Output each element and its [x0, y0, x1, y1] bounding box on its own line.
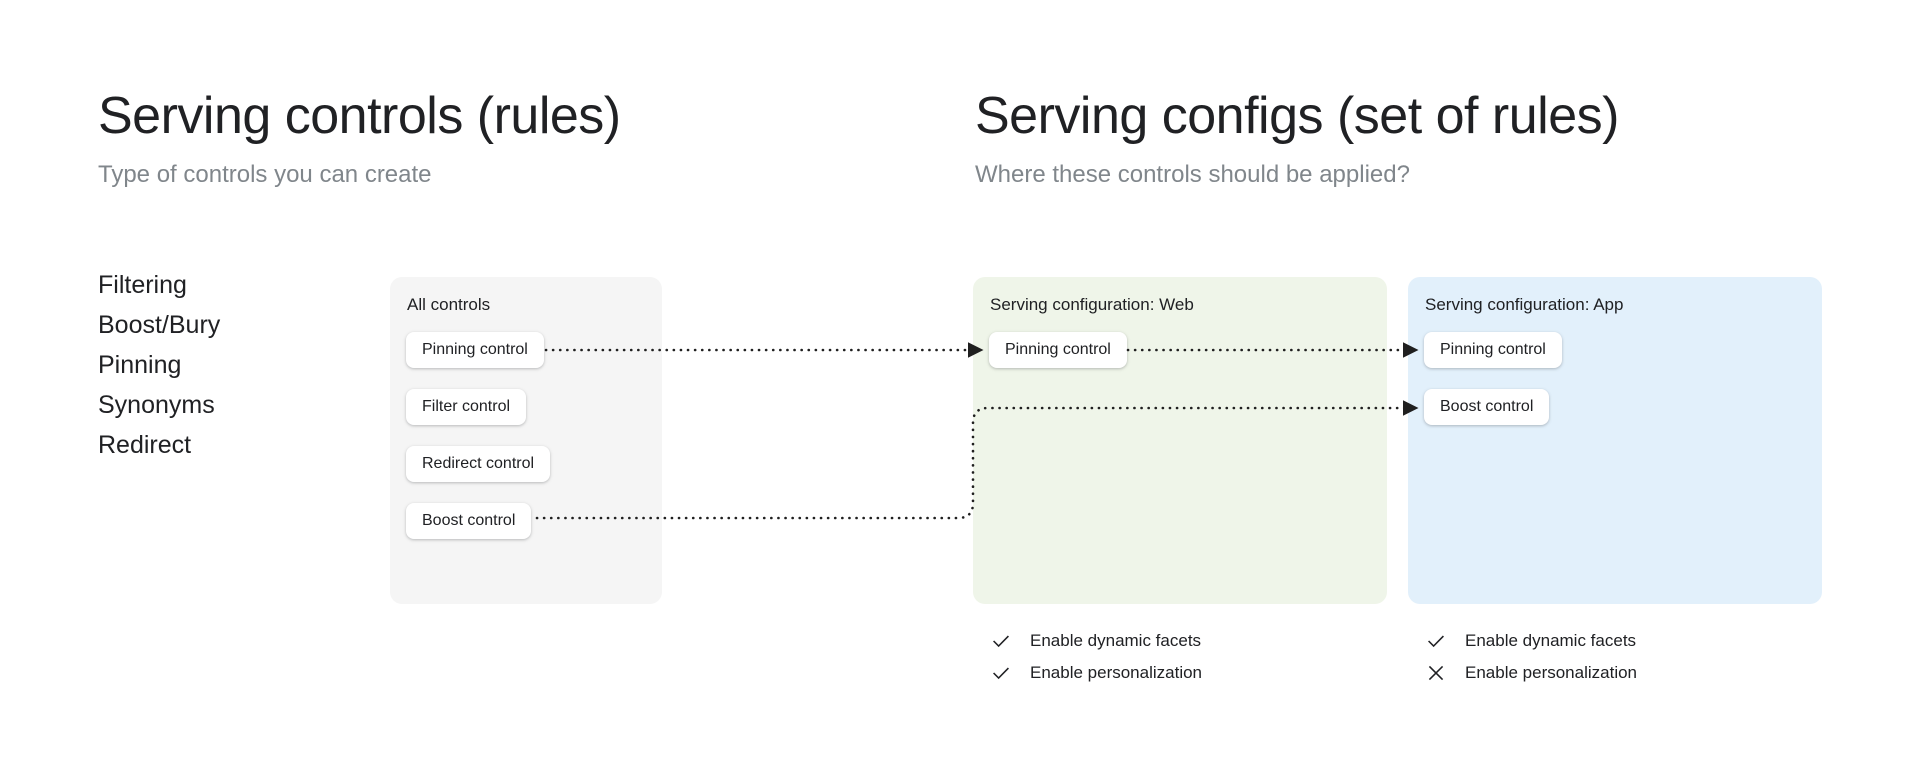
control-type-list: Filtering Boost/Bury Pinning Synonyms Re… [98, 265, 220, 465]
serving-config-web-options: Enable dynamic facets Enable personaliza… [990, 625, 1410, 689]
control-type-pinning: Pinning [98, 351, 182, 379]
pill-all-controls-filter-control[interactable]: Filter control [406, 389, 527, 425]
option-row-app-dynamic-facets: Enable dynamic facets [1425, 625, 1845, 657]
check-icon [993, 667, 1009, 680]
cross-icon [1428, 665, 1444, 681]
serving-config-web-card: Serving configuration: Web Pinning contr… [973, 277, 1387, 604]
check-icon [993, 635, 1009, 648]
pill-web-pinning-control[interactable]: Pinning control [989, 332, 1127, 368]
serving-config-app-options: Enable dynamic facets Enable personaliza… [1425, 625, 1845, 689]
option-row-app-personalization: Enable personalization [1425, 657, 1845, 689]
all-controls-card-title: All controls [407, 295, 491, 314]
control-type-synonyms: Synonyms [98, 391, 215, 419]
option-label-web-personalization: Enable personalization [1030, 663, 1203, 682]
right-column-title: Serving configs (set of rules) [975, 87, 1619, 145]
pill-app-pinning-control[interactable]: Pinning control [1424, 332, 1562, 368]
right-column-header: Serving configs (set of rules) Where the… [975, 87, 1619, 190]
right-column-subtitle: Where these controls should be applied? [975, 161, 1410, 189]
check-icon [1428, 635, 1444, 648]
pill-all-controls-redirect-control[interactable]: Redirect control [406, 446, 551, 482]
option-label-app-personalization: Enable personalization [1465, 663, 1638, 682]
left-column-header: Serving controls (rules) Type of control… [98, 87, 621, 190]
left-column-title: Serving controls (rules) [98, 87, 621, 145]
control-type-filtering: Filtering [98, 271, 187, 299]
pill-all-controls-boost-control[interactable]: Boost control [406, 503, 532, 539]
pill-all-controls-pinning-control[interactable]: Pinning control [406, 332, 544, 368]
pill-app-boost-control[interactable]: Boost control [1424, 389, 1550, 425]
option-label-web-dynamic-facets: Enable dynamic facets [1030, 631, 1202, 650]
control-type-redirect: Redirect [98, 431, 192, 459]
option-label-app-dynamic-facets: Enable dynamic facets [1465, 631, 1637, 650]
serving-config-web-card-title: Serving configuration: Web [990, 295, 1194, 314]
option-row-web-personalization: Enable personalization [990, 657, 1410, 689]
left-column-subtitle: Type of controls you can create [98, 161, 432, 189]
control-type-boost-bury: Boost/Bury [98, 311, 221, 339]
all-controls-card: All controls Pinning control Filter cont… [390, 277, 662, 604]
option-row-web-dynamic-facets: Enable dynamic facets [990, 625, 1410, 657]
serving-config-app-card: Serving configuration: App Pinning contr… [1408, 277, 1822, 604]
serving-config-app-card-title: Serving configuration: App [1425, 295, 1624, 314]
